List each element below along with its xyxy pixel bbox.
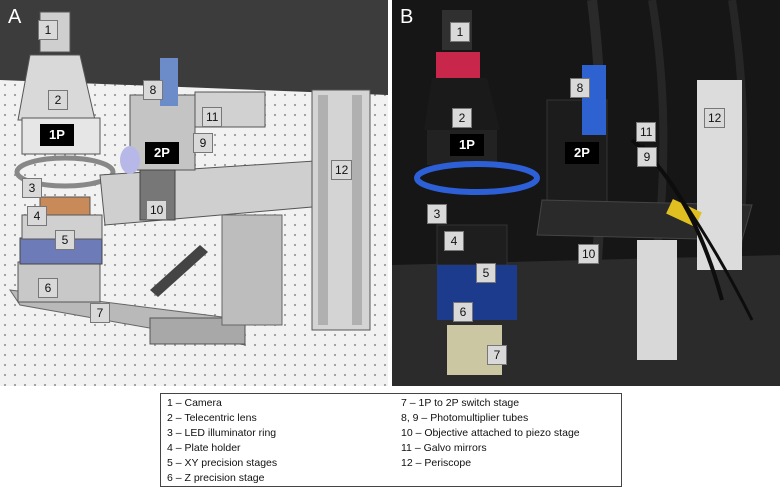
callout-b-9: 9 [637,147,657,167]
legend-item: 1 – Camera [167,397,222,409]
panel-a-cad-render: A 1 2 3 4 5 6 7 8 9 10 11 12 1P 2P [0,0,388,386]
callout-b-11: 11 [636,122,657,142]
callout-a-9: 9 [193,133,213,153]
callout-b-3: 3 [427,204,447,224]
legend-item: 10 – Objective attached to piezo stage [401,427,580,439]
callout-a-10: 10 [146,200,168,220]
callout-b-4: 4 [444,231,464,251]
callout-a-8: 8 [143,80,163,100]
callout-a-5: 5 [55,230,75,250]
legend-item: 3 – LED illuminator ring [167,427,277,439]
callout-b-2: 2 [452,108,472,128]
legend-item: 7 – 1P to 2P switch stage [401,397,520,409]
legend-item: 6 – Z precision stage [167,472,265,484]
callout-b-1: 1 [450,22,470,42]
callout-b-12: 12 [704,108,726,128]
mode-tag-b-1p: 1P [450,134,484,156]
callout-a-11: 11 [202,107,223,127]
callout-a-2: 2 [48,90,68,110]
callout-a-4: 4 [27,206,47,226]
callout-a-1: 1 [38,20,58,40]
callout-b-6: 6 [453,302,473,322]
panel-letter-b: B [400,6,414,28]
mode-tag-a-2p: 2P [145,142,179,164]
callout-b-10: 10 [578,244,600,264]
panel-letter-a: A [8,6,22,28]
legend-item: 5 – XY precision stages [167,457,278,469]
legend-item: 2 – Telecentric lens [167,412,257,424]
callout-a-12: 12 [331,160,353,180]
callout-b-5: 5 [476,263,496,283]
callout-a-7: 7 [90,303,110,323]
photo-illustration [392,0,780,386]
mode-tag-a-1p: 1P [40,124,74,146]
legend-item: 4 – Plate holder [167,442,241,454]
panel-b-photo: B 1 2 3 4 5 6 7 8 9 10 11 12 1P 2P [392,0,780,386]
legend-item: 11 – Galvo mirrors [401,442,487,454]
cad-render-illustration [0,0,388,386]
legend-column-right: 7 – 1P to 2P switch stage 8, 9 – Photomu… [401,396,580,471]
legend-column-left: 1 – Camera 2 – Telecentric lens 3 – LED … [167,396,277,486]
callout-b-8: 8 [570,78,590,98]
mode-tag-b-2p: 2P [565,142,599,164]
callout-a-3: 3 [22,178,42,198]
legend-item: 12 – Periscope [401,457,472,469]
callout-b-7: 7 [487,345,507,365]
legend-item: 8, 9 – Photomultiplier tubes [401,412,529,424]
figure-legend: 1 – Camera 2 – Telecentric lens 3 – LED … [160,393,622,487]
callout-a-6: 6 [38,278,58,298]
